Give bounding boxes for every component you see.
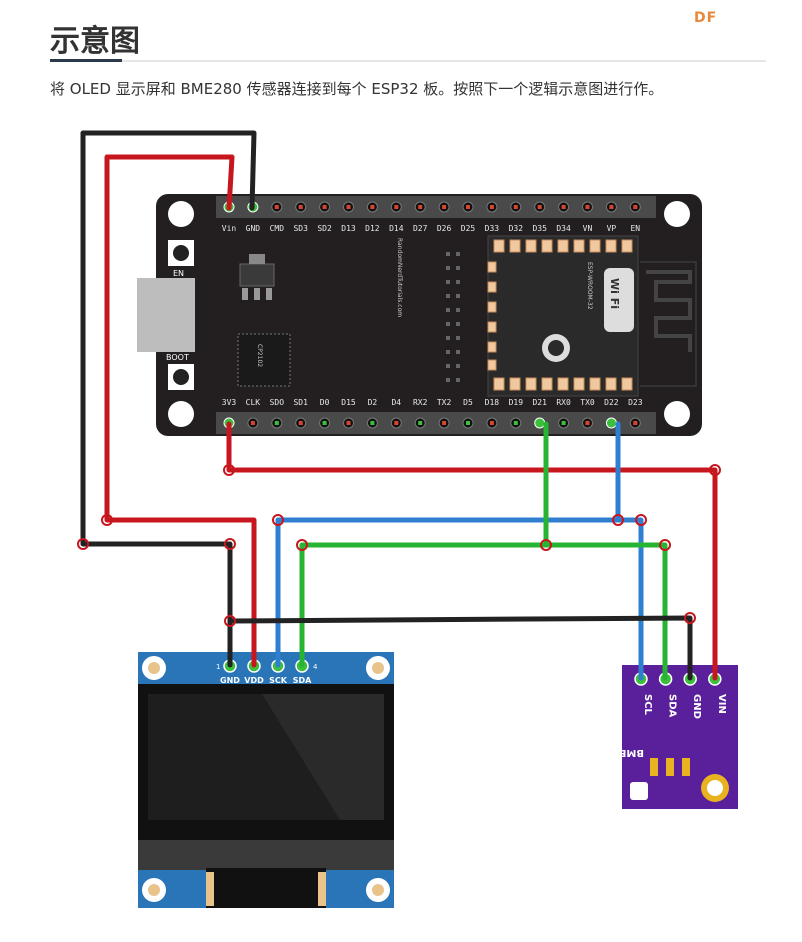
esp32-top-label-gnd: GND [246,224,261,233]
esp32-top-label-d13: D13 [341,224,356,233]
wire-sda-oled [299,542,549,668]
wires [80,130,718,681]
esp32-top-label-d26: D26 [437,224,452,233]
esp32-bottom-pins [223,417,641,429]
wire-sck-oled [275,517,621,668]
esp32-top-label-d14: D14 [389,224,404,233]
chip-label: CP2102 [256,344,263,367]
esp32-bottom-label-d18: D18 [485,398,500,407]
esp32-bottom-label-d2: D2 [368,398,378,407]
esp32-top-label-d12: D12 [365,224,380,233]
esp32-bottom-label-clk: CLK [246,398,261,407]
esp32-bottom-label-rx0: RX0 [556,398,571,407]
esp32-top-label-sd2: SD2 [317,224,332,233]
esp32-top-label-vp: VP [607,224,617,233]
wire-gnd-to-bme [227,615,693,681]
esp32-bottom-label-d0: D0 [320,398,330,407]
bme280-pin-label-gnd: GND [691,694,702,719]
esp32-bottom-label-tx2: TX2 [437,398,452,407]
esp32-top-pin-labels: Vin GND CMD SD3 SD2 D13 D12 D14 D27 D26 D25 D33 D32 D… [222,224,641,233]
oled-pin-label-sck: SCK [269,676,288,685]
oled-pin-number-last: 4 [313,663,318,671]
wifi-logo-text: Wi Fi [608,278,621,309]
module-text: ESP-WROOM-32 [586,262,593,310]
oled-pin-label-sda: SDA [293,676,312,685]
wire-vin-esp-to-oled [104,154,257,668]
esp32-top-label-d35: D35 [532,224,547,233]
esp32-bottom-label-sdo: SDO [270,398,285,407]
esp32-top-label-d27: D27 [413,224,428,233]
wire-3v3-to-bme-vin [226,421,718,681]
esp32-bottom-pin-labels: 3V3 CLK SDO SD1 D0 D15 D2 D4 RX2 TX2 D5 D18 D19 D21 RX… [222,398,643,407]
esp32-bottom-label-d4: D4 [391,398,401,407]
esp32-bottom-label-3v3: 3V3 [222,398,237,407]
title-accent-bar [50,59,122,62]
esp32-top-label-d32: D32 [509,224,524,233]
board-brand-text: RandomNerdTutorials.com [396,238,403,317]
esp32-bottom-label-sd1: SD1 [293,398,308,407]
wire-sda-d21 [543,421,668,681]
esp32-bottom-label-tx0: TX0 [580,398,595,407]
esp32-bottom-label-rx2: RX2 [413,398,428,407]
oled-pin-label-vdd: VDD [244,676,264,685]
oled-pin-label-gnd: GND [220,676,240,685]
oled-pin-number-first: 1 [216,663,220,671]
en-button-label: EN [173,269,184,278]
esp32-pin-d21 [534,417,546,429]
esp32-top-pins [223,201,641,213]
boot-button-label: BOOT [166,353,189,362]
esp32-bottom-label-d19: D19 [509,398,524,407]
esp32-bottom-label-d5: D5 [463,398,473,407]
bme280-sensor: BME280 [599,665,738,809]
esp32-top-label-d34: D34 [556,224,571,233]
esp32-top-label-en: EN [630,224,640,233]
esp32-top-label-d25: D25 [461,224,476,233]
bme280-name: BME280 [599,747,644,758]
esp32-top-label-d33: D33 [485,224,500,233]
esp32-bottom-label-d22: D22 [604,398,619,407]
wire-gnd-esp-to-rail [80,130,257,668]
esp32-bottom-label-d23: D23 [628,398,643,407]
description-text: 将 OLED 显示屏和 BME280 传感器连接到每个 ESP32 板。按照下一… [50,80,664,98]
esp32-bottom-label-d21: D21 [532,398,547,407]
esp32-bottom-label-d15: D15 [341,398,356,407]
esp32-board: EN BOOT CP2102 RandomNerdTutorials.com [137,194,702,436]
page-title: 示意图 [50,24,140,59]
esp32-top-label-vn: VN [583,224,593,233]
bme280-pin-label-vin: VIN [716,694,727,714]
esp32-top-label-cmd: CMD [270,224,285,233]
esp32-pin-d22 [605,417,617,429]
wire-scl-d22 [615,421,644,681]
esp32-top-label-sd3: SD3 [293,224,308,233]
oled-display: 1 4 [138,652,394,908]
wire-junctions [77,464,721,627]
bme280-pin-label-scl: SCL [642,694,653,716]
title-divider [50,60,766,62]
esp32-top-label-vin: Vin [222,224,237,233]
brand-logo: DF [694,10,718,26]
bme280-pin-label-sda: SDA [667,694,678,718]
